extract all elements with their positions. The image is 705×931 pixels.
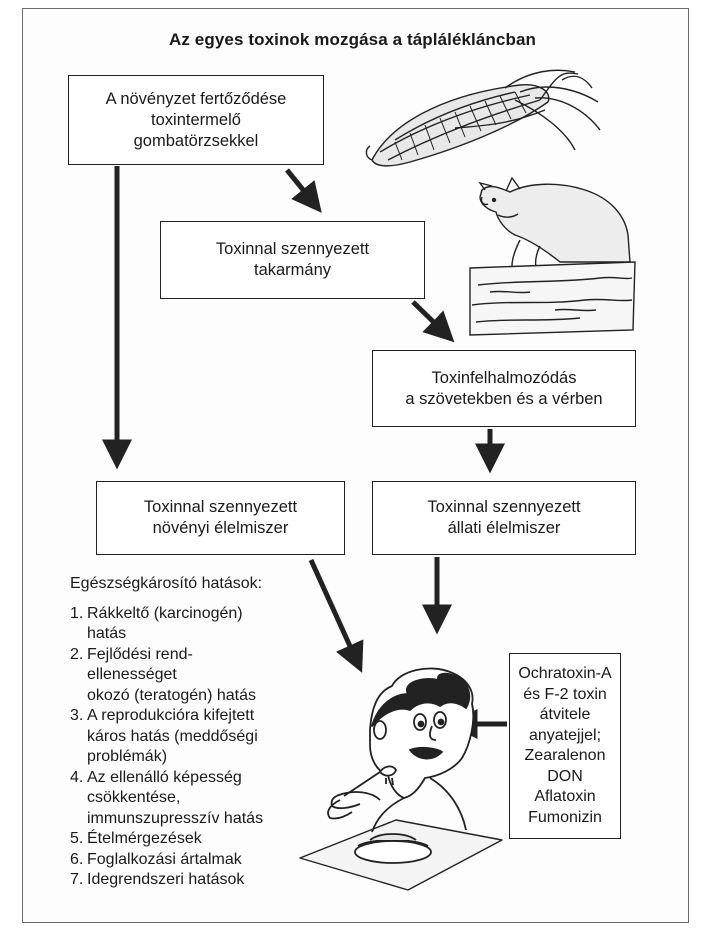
list-item-number: 2. [70,645,84,663]
list-item-text: Fejlődési rend- ellenességet okozó (tera… [87,645,256,704]
list-item: 6.Foglalkozási ártalmak [70,850,263,871]
list-item-text: Az ellenálló képesség csökkentése, immun… [87,768,264,827]
corn-cob-illustration [365,69,601,167]
plant-food-box: Toxinnal szennyezett növényi élelmiszer [96,481,345,555]
list-item-number: 7. [70,871,84,888]
list-item-number: 6. [70,850,84,868]
health-effects-list: 1.Rákkeltő (karcinogén) hatás 2.Fejlődés… [70,604,263,891]
animal-food-text: Toxinnal szennyezett állati élelmiszer [427,498,581,537]
pig-illustration [469,176,636,336]
list-item-text: Idegrendszeri hatások [87,871,245,888]
contaminated-feed-text: Toxinnal szennyezett takarmány [215,240,370,279]
plant-food-text: Toxinnal szennyezett növényi élelmiszer [143,498,298,537]
animal-food-box: Toxinnal szennyezett állati élelmiszer [372,481,636,555]
plant-infection-box: A növényzet fertőződése toxintermelő gom… [68,75,324,165]
list-item: 5.Ételmérgezések [70,829,263,850]
list-item-number: 1. [70,604,84,622]
toxins-note-box: Ochratoxin-A és F-2 toxin átvitele anyat… [509,653,621,839]
diagram-title: Az egyes toxinok mozgása a táplálékláncb… [169,30,536,49]
list-item: 7.Idegrendszeri hatások [70,870,263,891]
list-item: 1.Rákkeltő (karcinogén) hatás [70,604,263,645]
toxins-note-text: Ochratoxin-A és F-2 toxin átvitele anyat… [518,665,612,826]
list-item-number: 5. [70,830,84,847]
health-effects-heading: Egészségkárosító hatások: [70,575,263,592]
list-item-number: 3. [70,707,84,724]
plant-infection-text: A növényzet fertőződése toxintermelő gom… [105,89,287,150]
toxin-accumulation-text: Toxinfelhalmozódás a szövetekben és a vé… [405,368,603,408]
list-item-text: A reprodukcióra kifejtett káros hatás (m… [87,707,258,765]
health-effects-section: Egészségkárosító hatások: 1.Rákkeltő (ka… [70,574,263,891]
list-item-text: Rákkeltő (karcinogén) hatás [87,604,243,643]
arrow-plant-to-feed [285,168,322,213]
list-item: 2.Fejlődési rend- ellenességet okozó (te… [70,645,263,707]
contaminated-feed-box: Toxinnal szennyezett takarmány [160,221,425,299]
arrow-plant-food-to-boy [308,558,364,673]
list-item-text: Ételmérgezések [87,830,202,847]
list-item-text: Foglalkozási ártalmak [87,850,242,868]
boy-eating-illustration [299,667,503,891]
list-item: 3.A reprodukcióra kifejtett káros hatás … [70,706,263,768]
list-item-number: 4. [70,768,84,786]
list-item: 4.Az ellenálló képesség csökkentése, imm… [70,768,263,830]
toxin-accumulation-box: Toxinfelhalmozódás a szövetekben és a vé… [372,350,636,427]
arrow-feed-to-accumulation [411,300,455,343]
